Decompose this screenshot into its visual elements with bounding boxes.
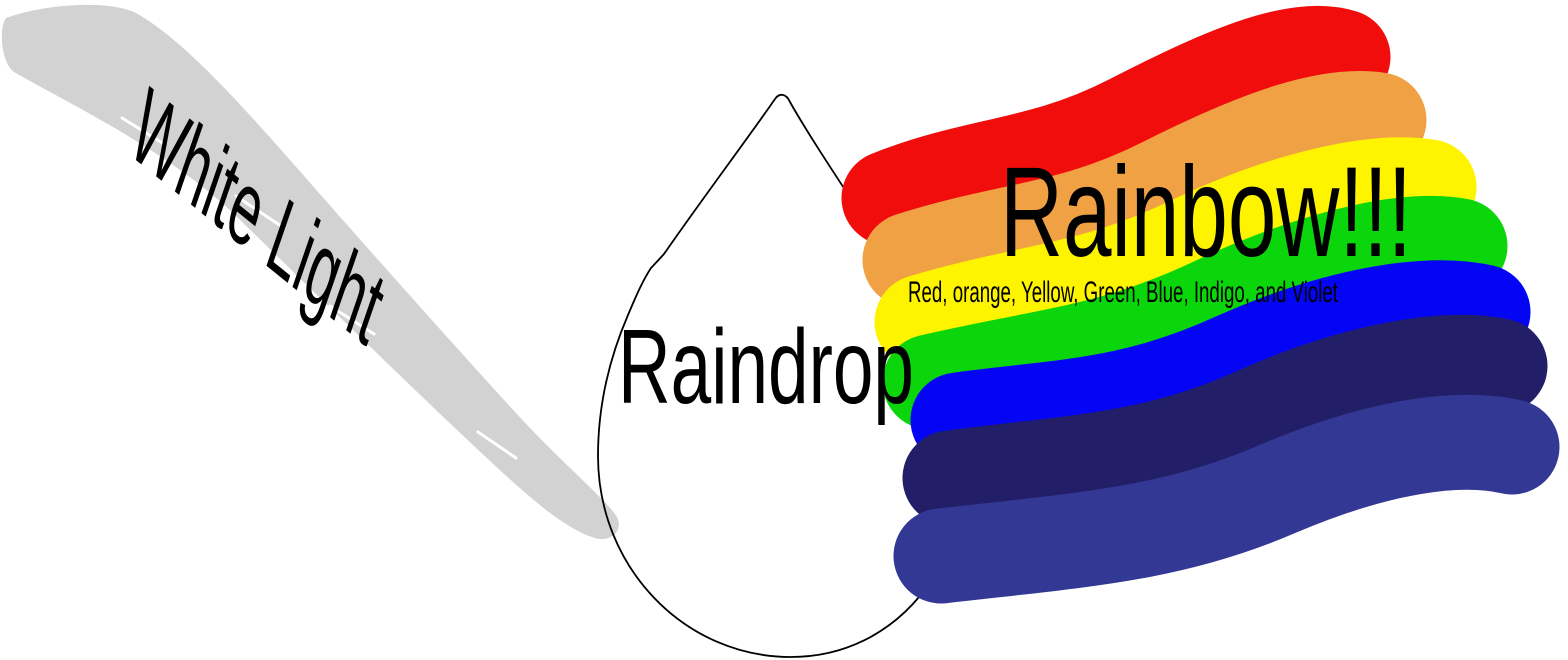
- rainbow-band-green: [882, 195, 1508, 430]
- rainbow-band-red: [841, 5, 1391, 246]
- raindrop-label: Raindrop: [618, 308, 914, 426]
- rainbow-band-indigo: [902, 314, 1548, 526]
- rainbow-band-blue: [910, 260, 1531, 468]
- beam-streak: [120, 116, 166, 146]
- rainbow-band-violet: [893, 394, 1560, 604]
- beam-streak: [234, 194, 286, 230]
- rainbow-title: Rainbow!!!: [1000, 141, 1412, 284]
- rainbow-bands: [841, 5, 1560, 604]
- rainbow-subtitle: Red, orange, Yellow, Green, Blue, Indigo…: [908, 276, 1338, 309]
- beam-streak: [328, 304, 376, 336]
- rainbow-band-yellow: [874, 137, 1477, 370]
- rainbow-band-orange: [862, 71, 1427, 308]
- white-light-label: White Light: [119, 65, 397, 368]
- beam-streaks: [120, 116, 518, 460]
- beam-streak: [476, 430, 518, 460]
